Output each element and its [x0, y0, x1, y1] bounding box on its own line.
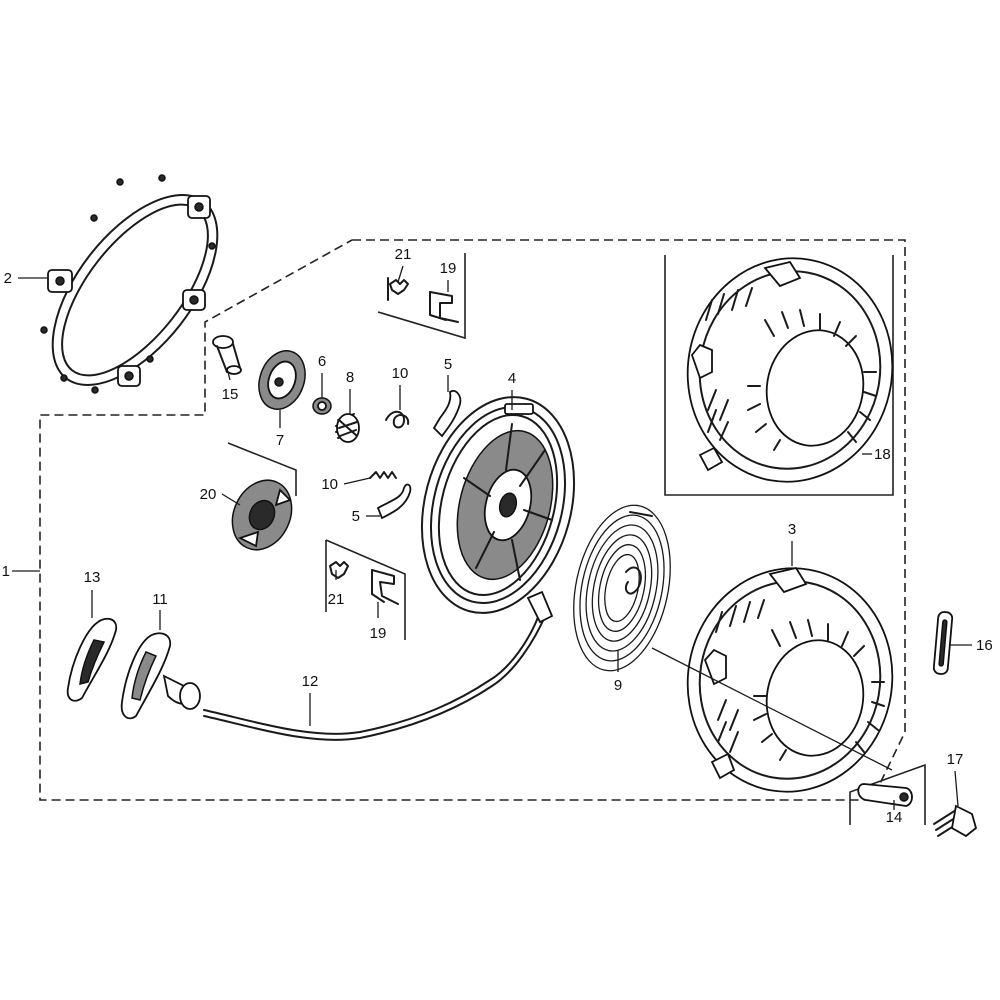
nut-part-6 [312, 397, 332, 415]
starter-reel-part-4 [420, 396, 576, 614]
callout-4: 4 [508, 370, 516, 387]
fan-cover-part-3 [686, 566, 894, 793]
callout-21-lower: 21 [328, 591, 345, 608]
spring-part-8 [335, 413, 360, 443]
spring-part-21-lower [329, 561, 349, 579]
lever-part-14 [857, 783, 913, 807]
callout-7: 7 [276, 432, 284, 449]
assembly-1-dashed-boundary [39, 239, 906, 801]
bracket-box-lower [325, 539, 406, 640]
callout-10-lower: 10 [321, 476, 338, 493]
guide-hook-part-5-upper [432, 390, 462, 438]
cover-18-box [664, 255, 894, 496]
ratchet-part-20 [231, 479, 293, 551]
callout-10-upper: 10 [392, 365, 409, 382]
spring-part-10-lower [369, 471, 397, 479]
starter-grip-part-11 [120, 632, 201, 720]
callout-2: 2 [4, 270, 12, 287]
bracket-box-14-17 [849, 763, 926, 825]
callout-11: 11 [152, 591, 168, 608]
callout-12: 12 [302, 673, 319, 690]
callout-5-lower: 5 [352, 508, 360, 525]
callout-17: 17 [947, 751, 964, 768]
pulley-guide-part-7 [258, 350, 306, 410]
flange-bolt-part-17 [933, 804, 978, 838]
link-part-16 [932, 611, 954, 675]
grip-insert-part-13 [66, 617, 118, 702]
callout-18: 18 [874, 446, 891, 463]
callout-6: 6 [318, 353, 326, 370]
callout-14: 14 [886, 809, 903, 826]
guide-hook-part-5-lower [376, 483, 412, 520]
step-bolt-part-15 [212, 335, 242, 375]
gasket-ring-part-2 [40, 174, 219, 394]
fan-cover-part-18 [686, 257, 894, 483]
callout-19-lower: 19 [370, 625, 387, 642]
clip-part-19-lower [371, 569, 399, 605]
callout-5-upper: 5 [444, 356, 452, 373]
callout-13: 13 [84, 569, 101, 586]
leader-lines [12, 265, 972, 810]
callout-15: 15 [222, 386, 239, 403]
callout-20: 20 [200, 486, 217, 503]
callout-1: 1 [2, 563, 10, 580]
callout-9: 9 [614, 677, 622, 694]
callout-16: 16 [976, 637, 993, 654]
bracket-box-top [377, 253, 466, 340]
callout-labels: 1 2 3 4 5 5 6 7 8 9 10 10 11 12 13 14 15… [2, 246, 993, 826]
recoil-spring-part-9 [573, 504, 671, 672]
bracket-box-mid [227, 442, 297, 496]
callout-21-upper: 21 [395, 246, 412, 263]
callout-3: 3 [788, 521, 796, 538]
spring-part-10-upper [385, 410, 410, 429]
starter-rope-part-12 [203, 590, 554, 741]
spring-part-21-upper [387, 277, 409, 301]
clip-part-19-upper [429, 291, 459, 323]
callout-8: 8 [346, 369, 354, 386]
callout-19-upper: 19 [440, 260, 457, 277]
